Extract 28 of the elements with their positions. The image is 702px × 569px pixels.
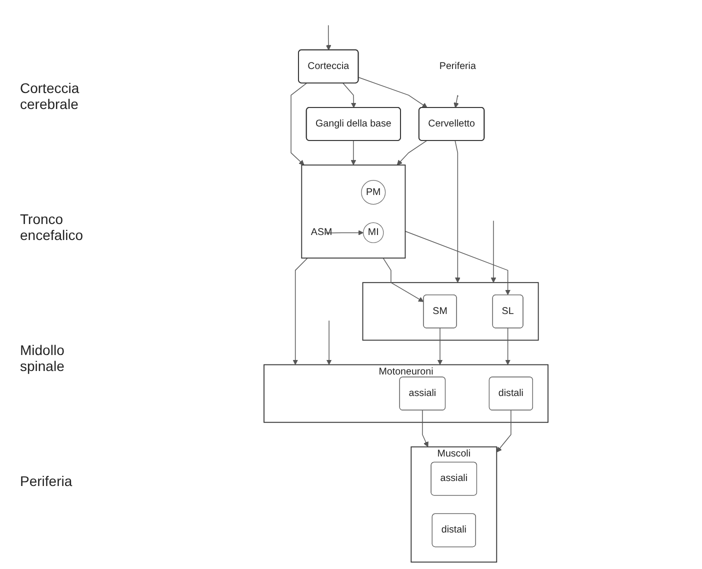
node-circle: PM [361,180,386,205]
arrow [290,82,308,166]
node-text: ASM [310,227,332,238]
arrow [404,230,510,296]
arrow [292,258,308,365]
arrow [496,410,512,452]
arrow [326,24,332,50]
node-text: Periferia [439,60,476,72]
arrow [454,140,460,283]
arrow [350,140,356,166]
arrow [326,320,332,365]
arrow [505,328,510,365]
arrow [437,328,443,365]
arrow [324,230,364,236]
arrow [422,410,428,448]
arrow [490,220,496,283]
arrow [454,94,459,108]
cluster [362,282,539,341]
node-circle: MI [363,222,384,244]
level-label: Periferia [20,473,74,490]
level-label: Tronco encefalico [20,210,84,243]
level-label: Corteccia cerebrale [20,80,80,112]
cluster [301,164,406,259]
level-label: Midollo spinale [20,342,66,374]
arrow [342,82,356,108]
arrow [396,140,428,166]
arrow [358,77,428,108]
arrow [382,258,424,302]
